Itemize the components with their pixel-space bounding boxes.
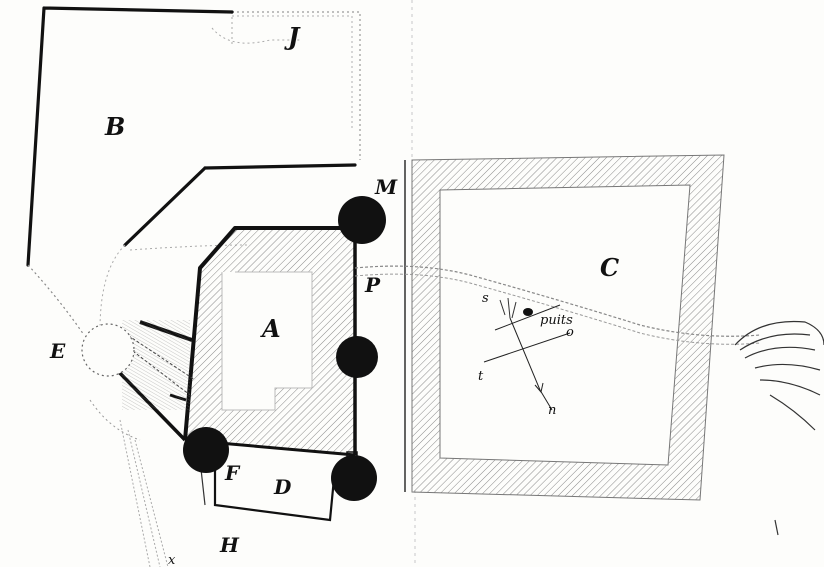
label-s: s [482,291,489,306]
well-survey [483,297,571,411]
label-h: H [219,533,240,557]
tower-middle [336,336,378,378]
path-line [354,265,761,337]
courtyard-c [404,154,725,501]
tower-m [338,196,386,244]
tower-f [183,427,229,473]
gate-e-circle [81,323,135,377]
enclosure-b-wall [26,6,357,267]
rock-outcrop [734,320,824,536]
label-puits: puits [540,313,573,328]
enclosure-b-dotted-edge [27,264,85,336]
label-j: J [284,22,301,51]
label-x: x [168,553,176,567]
label-d: D [273,475,292,499]
label-p: P [364,273,381,297]
label-n: n [548,403,556,418]
well-marker [523,308,533,316]
building-d [213,455,337,522]
label-o: o [566,325,574,340]
label-e: E [49,339,66,363]
label-b: B [104,112,125,141]
tower-southeast [331,455,377,501]
label-a: A [260,314,281,343]
label-c: C [600,253,619,282]
label-f: F [224,461,241,485]
label-t: t [478,369,484,384]
label-m: M [374,175,398,199]
building-j-outline [211,11,361,160]
